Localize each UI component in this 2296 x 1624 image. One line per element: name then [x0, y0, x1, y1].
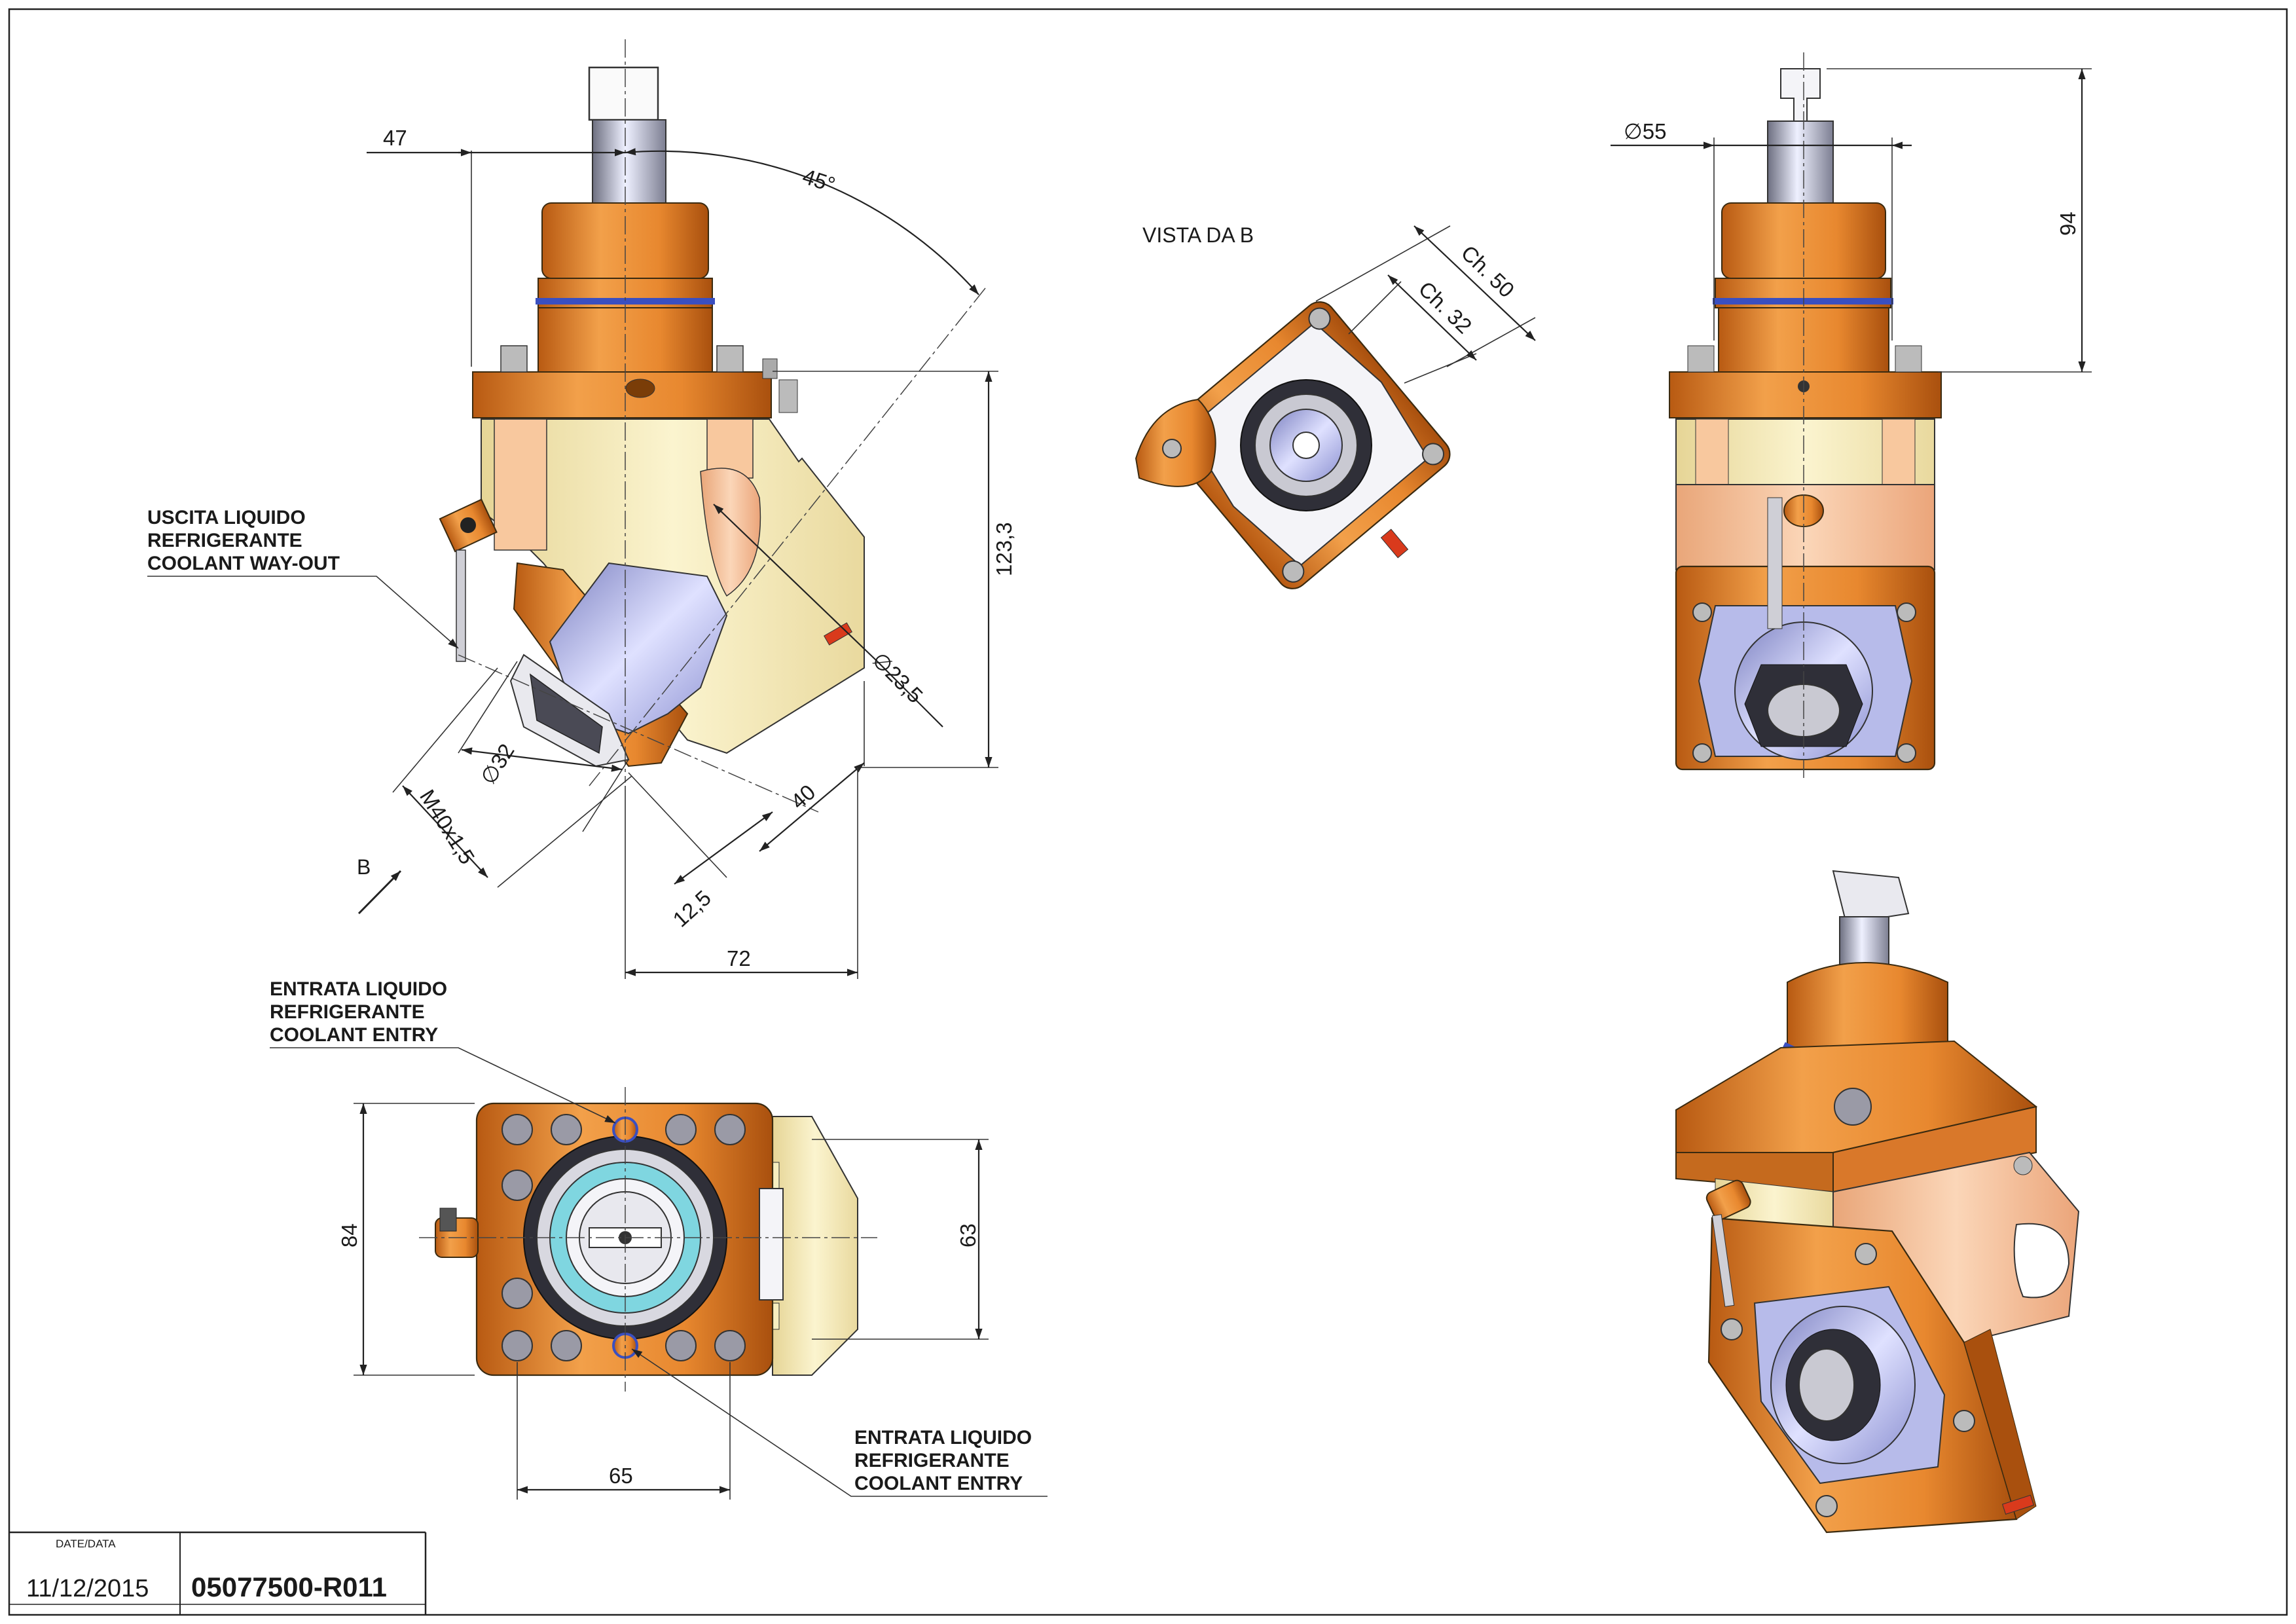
dim-40: 40 — [786, 780, 820, 814]
drawing-date: 11/12/2015 — [26, 1575, 149, 1602]
main-view: 47 45° 123,3 ∅23,5 ∅32 M40x1,5 40 12,5 7… — [357, 39, 1016, 979]
svg-text:COOLANT ENTRY: COOLANT ENTRY — [270, 1024, 438, 1046]
isometric-view — [1675, 870, 2080, 1534]
dim-94: 94 — [2056, 212, 2080, 236]
callout-coolant-entry-top: ENTRATA LIQUIDO REFRIGERANTE COOLANT ENT… — [270, 978, 616, 1124]
vista-da-b-view: VISTA DA B Ch. 50 Ch. 32 — [1135, 223, 1536, 589]
title-block: DATE/DATA 11/12/2015 05077500-R011 — [9, 1531, 427, 1615]
dim-65: 65 — [609, 1464, 633, 1488]
dim-d32: ∅32 — [476, 739, 519, 788]
dim-47: 47 — [383, 126, 407, 150]
side-view: ∅55 94 — [1611, 52, 2092, 779]
dim-123: 123,3 — [992, 522, 1016, 576]
callout-coolant-entry-bottom: ENTRATA LIQUIDO REFRIGERANTE COOLANT ENT… — [631, 1348, 1048, 1497]
bottom-view: 84 63 65 — [337, 1087, 989, 1500]
sheet-border — [8, 8, 2288, 1616]
vista-title: VISTA DA B — [1142, 223, 1254, 247]
svg-text:ENTRATA LIQUIDO: ENTRATA LIQUIDO — [854, 1427, 1032, 1449]
dim-12: 12,5 — [668, 885, 715, 931]
svg-text:USCITA LIQUIDO: USCITA LIQUIDO — [147, 507, 306, 528]
dim-angle-45: 45° — [799, 164, 838, 197]
direction-label: B — [357, 855, 371, 879]
dim-d55: ∅55 — [1624, 119, 1666, 143]
dim-84: 84 — [337, 1223, 361, 1247]
svg-text:REFRIGERANTE: REFRIGERANTE — [270, 1001, 425, 1023]
dim-d23: ∅23,5 — [867, 648, 928, 708]
svg-text:REFRIGERANTE: REFRIGERANTE — [854, 1450, 1010, 1471]
callout-coolant-outlet: USCITA LIQUIDO REFRIGERANTE COOLANT WAY-… — [147, 507, 459, 649]
direction-arrow-icon — [357, 870, 402, 915]
dim-63: 63 — [956, 1223, 980, 1247]
dim-ch32: Ch. 32 — [1414, 276, 1477, 338]
coolant-nozzle — [439, 498, 853, 662]
svg-text:REFRIGERANTE: REFRIGERANTE — [147, 530, 302, 551]
date-label: DATE/DATA — [56, 1538, 116, 1550]
svg-text:ENTRATA LIQUIDO: ENTRATA LIQUIDO — [270, 978, 447, 1000]
drawing-code: 05077500-R011 — [191, 1572, 387, 1602]
dim-72: 72 — [727, 946, 751, 970]
dim-thread: M40x1,5 — [415, 785, 479, 868]
svg-text:COOLANT ENTRY: COOLANT ENTRY — [854, 1473, 1023, 1494]
dim-ch50: Ch. 50 — [1457, 240, 1520, 302]
svg-text:COOLANT WAY-OUT: COOLANT WAY-OUT — [147, 553, 340, 574]
